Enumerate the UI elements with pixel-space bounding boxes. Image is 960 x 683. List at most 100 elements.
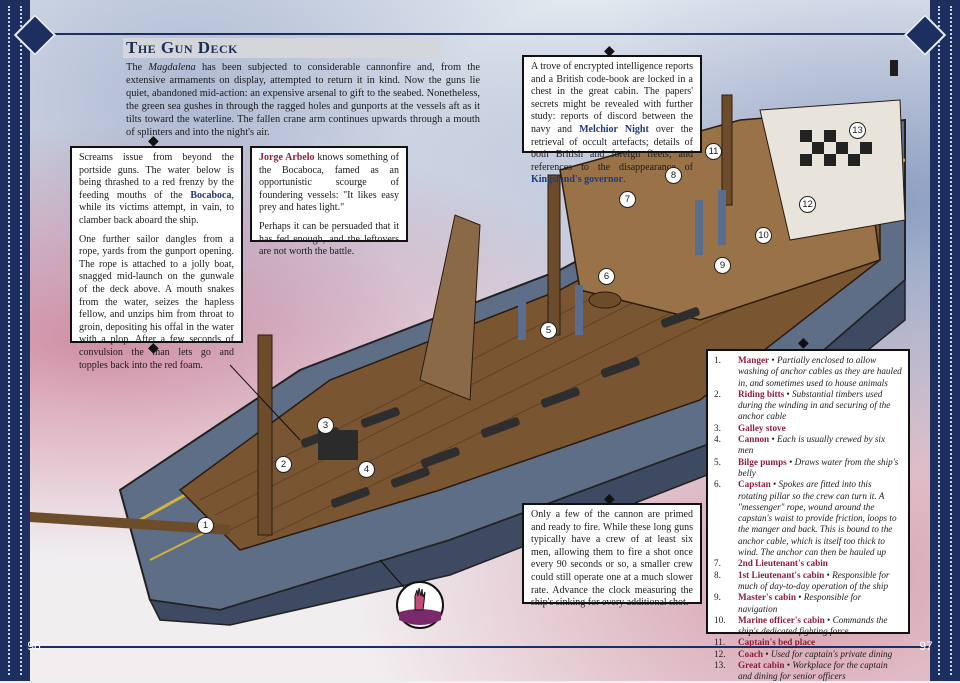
key-item-body: Master's cabin • Responsible for navigat… [738, 592, 902, 615]
key-item-description: Substantial timbers used during the wind… [738, 388, 891, 422]
key-item-description: Draws water from the ship's belly [738, 456, 899, 478]
key-list-item: 1. Manger • Partially enclosed to allow w… [714, 355, 902, 389]
cannon-box: Only a few of the cannon are primed and … [522, 503, 702, 608]
screams-p1-post: , while its victims attempt, in vain, to… [79, 189, 234, 226]
arbelo-paragraph-2: Perhaps it can be persuaded that it has … [259, 220, 399, 258]
key-item-description: Spokes are fitted into this rotating pil… [738, 479, 897, 558]
page-title: The Gun Deck [126, 38, 239, 57]
key-item-number: 2. [714, 388, 721, 399]
key-item-separator: • [784, 388, 793, 399]
intro-pre: The [126, 62, 149, 73]
key-list-item: 5.Bilge pumps • Draws water from the shi… [714, 457, 902, 480]
key-item-name: 2nd Lieutenant's cabin [738, 558, 828, 569]
right-ornamental-border [930, 0, 960, 681]
key-item-name: Coach [738, 648, 764, 659]
key-list-item: 8.1st Lieutenant's cabin • Responsible f… [714, 570, 902, 593]
key-item-body: Riding bitts • Substantial timbers used … [738, 389, 902, 423]
marker-10: 10 [755, 227, 772, 244]
marker-8-label: 8 [670, 170, 677, 181]
key-list-item: 12. Coach • Used for captain's private di… [714, 649, 902, 660]
key-item-body: Bilge pumps • Draws water from the ship'… [738, 457, 902, 480]
screams-paragraph-1: Screams issue from beyond the portside g… [79, 152, 234, 228]
screams-paragraph-2: One further sailor dangles from a rope, … [79, 233, 234, 371]
key-item-number: 7. [714, 558, 721, 569]
marker-5: 5 [540, 322, 557, 339]
title-bar [123, 38, 441, 58]
marker-11-label: 11 [708, 146, 719, 157]
cannon-box-ornament-top: ◆ [604, 492, 615, 507]
key-item-name: 1st Lieutenant's cabin [738, 569, 825, 580]
key-item-body: Galley stove [738, 423, 902, 434]
key-item-separator: • [795, 592, 804, 603]
key-item-number: 6. [714, 479, 721, 490]
key-list-item: 2. Riding bitts • Substantial timbers use… [714, 389, 902, 423]
screams-box: Screams issue from beyond the portside g… [70, 146, 243, 371]
cannon-box-text: Only a few of the cannon are primed and … [531, 509, 693, 609]
intel-mid: over the retrieval of occult artefacts; … [531, 123, 693, 173]
intel-box: A trove of encrypted intelligence report… [522, 55, 702, 185]
melchior-night-name: Melchior Night [579, 123, 649, 135]
key-item-separator: • [769, 355, 777, 365]
marker-11: 11 [705, 143, 722, 160]
intro-text: has been subjected to considerable canno… [126, 62, 480, 138]
marker-2: 2 [275, 456, 292, 473]
marker-7-label: 7 [624, 194, 631, 205]
arbelo-paragraph-1: Jorge Arbelo knows something of the Boca… [259, 152, 399, 215]
key-item-separator: • [763, 648, 771, 659]
key-list-item: 6.Capstan • Spokes are fitted into this … [714, 479, 902, 558]
intro-ship-name: Magdalena [148, 62, 196, 73]
bottom-frame-line [30, 646, 930, 648]
marker-1: 1 [197, 517, 214, 534]
key-item-name: Riding bitts [738, 388, 785, 399]
key-item-number: 12. [714, 648, 726, 659]
key-item-separator: • [784, 660, 793, 671]
marker-9: 9 [714, 257, 731, 274]
key-list-item: 7. 2nd Lieutenant's cabin [714, 558, 902, 569]
key-item-description: Workplace for the captain and dining for… [738, 660, 888, 682]
key-item-name: Master's cabin [738, 592, 796, 603]
key-item-name: Manger [738, 355, 770, 365]
key-item-name: Galley stove [738, 422, 786, 433]
top-frame-line [30, 33, 930, 35]
key-item-number: 4. [714, 434, 721, 445]
key-item-description: Used for captain's private dining [770, 648, 893, 659]
key-list-item: 13.Great cabin • Workplace for the capta… [714, 660, 902, 683]
key-item-number: 1. [714, 355, 721, 365]
key-item-name: Cannon [738, 434, 770, 445]
intro-paragraph: The Magdalena has been subjected to cons… [126, 61, 480, 139]
page-number-right-text: 97 [919, 639, 933, 653]
key-item-separator: • [770, 479, 779, 490]
marker-13-label: 13 [852, 125, 863, 136]
marker-10-label: 10 [758, 230, 769, 241]
key-item-body: 2nd Lieutenant's cabin [738, 558, 902, 569]
intel-pre: A trove of encrypted intelligence report… [531, 61, 693, 135]
marker-5-label: 5 [545, 325, 552, 336]
key-item-body: Coach • Used for captain's private dinin… [738, 649, 902, 660]
key-item-body: Great cabin • Workplace for the captain … [738, 660, 902, 683]
key-list-item: 9. Master's cabin • Responsible for navig… [714, 592, 902, 615]
key-item-separator: • [824, 569, 833, 580]
left-ornamental-border [0, 0, 30, 681]
marker-4: 4 [358, 461, 375, 478]
ship-key-list: 1. Manger • Partially enclosed to allow w… [706, 349, 910, 681]
key-item-name: Bilge pumps [738, 456, 787, 467]
key-item-separator: • [824, 614, 833, 625]
key-item-description: Responsible for much of day-to-day opera… [738, 569, 890, 591]
key-item-body: Captain's bed place [738, 637, 902, 648]
marker-12: 12 [799, 196, 816, 213]
intel-post: . [622, 174, 626, 186]
marker-12-label: 12 [802, 199, 813, 210]
marker-4-label: 4 [363, 464, 370, 475]
page-number-right: 97 [909, 629, 943, 663]
key-item-number: 9. [714, 592, 721, 603]
key-item-description: Partially enclosed to allow washing of a… [738, 355, 902, 388]
marker-6: 6 [598, 268, 615, 285]
marker-8: 8 [665, 167, 682, 184]
key-list-item: 4. Cannon • Each is usually crewed by six… [714, 434, 902, 457]
key-item-description: Responsible for navigation [738, 592, 862, 614]
key-item-separator: • [769, 434, 777, 445]
key-item-body: Cannon • Each is usually crewed by six m… [738, 434, 902, 457]
arbelo-p1-text: knows something of the Bocaboca, famed a… [259, 152, 399, 214]
marker-3: 3 [317, 417, 334, 434]
page-number-left: 96 [17, 629, 51, 663]
